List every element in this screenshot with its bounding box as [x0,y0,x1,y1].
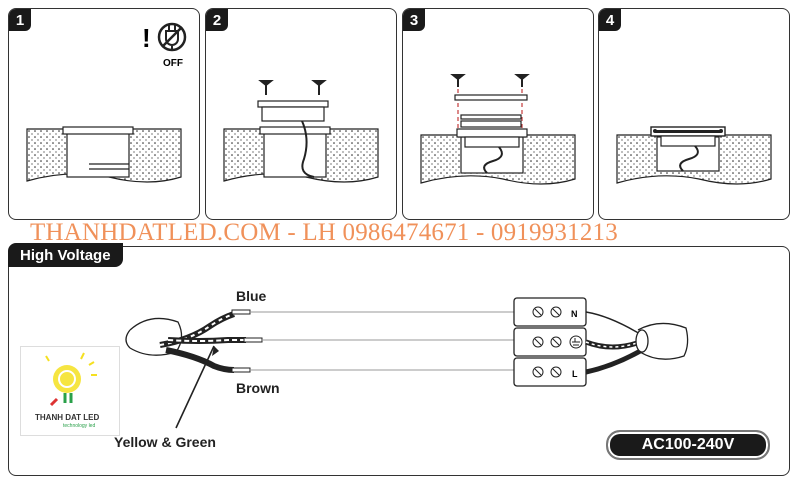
step-number-badge: 2 [206,9,228,31]
wire-brown-label: Brown [236,380,280,396]
voltage-badge: AC100-240V [606,430,770,460]
step-3-illustration [420,74,576,185]
brand-tagline: technology led [63,423,96,429]
step-4-panel: 4 [598,8,790,220]
step-number-badge: 3 [403,9,425,31]
step-1-illustration: ! OFF [26,22,187,183]
terminal-n-label: N [571,309,578,319]
watermark-contact-text: THANHDATLED.COM - LH 0986474671 - 091993… [30,219,618,246]
off-label: OFF [163,58,183,69]
power-off-icon: ! [142,22,187,53]
brand-name: THANH DAT LED [35,413,100,422]
step-4-illustration [616,126,772,185]
step-1-panel: 1 ! OFF [8,8,200,220]
high-voltage-panel [8,246,790,476]
high-voltage-title: High Voltage [8,243,123,267]
step-number-badge: 1 [9,9,31,31]
step-3-panel: 3 [402,8,594,220]
wire-ground-label: Yellow & Green [114,434,216,450]
wire-blue-label: Blue [236,288,267,304]
ground-icon [569,335,583,349]
step-2-illustration [223,80,379,183]
terminal-l-label: L [572,369,578,379]
step-number-badge: 4 [599,9,621,31]
step-2-panel: 2 [205,8,397,220]
terminal-block [513,297,587,387]
lightbulb-icon [45,352,97,407]
screw-icon [258,80,327,95]
brand-logo: THANH DAT LED technology led [20,346,120,436]
screw-icon [450,74,530,87]
svg-text:!: ! [142,23,151,53]
